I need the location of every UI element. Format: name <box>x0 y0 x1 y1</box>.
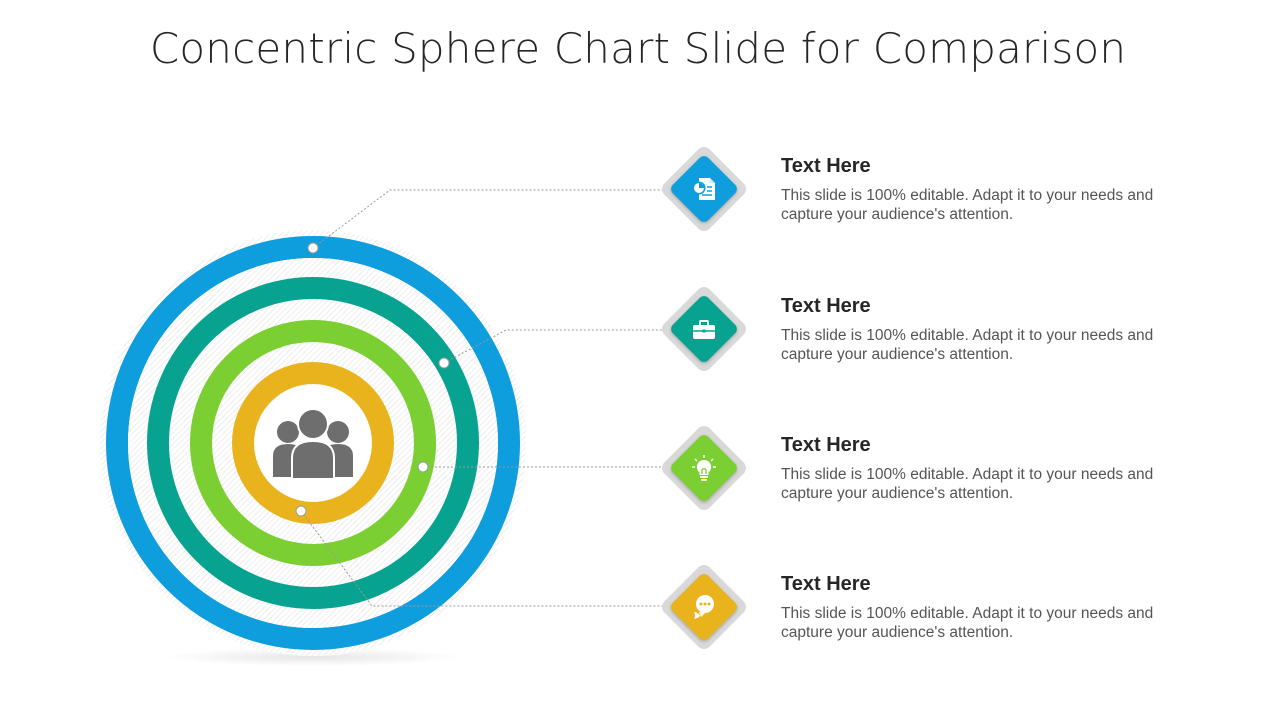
base-shadow <box>163 648 463 666</box>
ring-gap-2 <box>171 301 455 585</box>
item-description: This slide is 100% editable. Adapt it to… <box>781 605 1154 641</box>
ring-3 <box>190 320 436 566</box>
item-description: This slide is 100% editable. Adapt it to… <box>781 327 1154 363</box>
list-item-2: Text Here This slide is 100% editable. A… <box>656 281 1216 377</box>
lightbulb-icon <box>687 451 721 485</box>
document-pie-chart-icon <box>687 172 721 206</box>
anchor-dots <box>295 242 450 517</box>
list-item-3: Text Here This slide is 100% editable. A… <box>656 420 1216 516</box>
item-title: Text Here <box>781 434 871 456</box>
ring-2 <box>147 277 479 609</box>
ring-gap-1 <box>128 258 498 628</box>
list-item-1: Text Here This slide is 100% editable. A… <box>656 141 1216 237</box>
ring-4 <box>232 362 394 524</box>
anchor-dot-3 <box>417 461 429 473</box>
people-group-icon <box>273 408 353 480</box>
item-title: Text Here <box>781 295 871 317</box>
briefcase-icon <box>687 312 721 346</box>
anchor-dot-1 <box>307 242 319 254</box>
item-title: Text Here <box>781 155 871 177</box>
connector-1 <box>312 189 668 249</box>
list-item-4: Text Here This slide is 100% editable. A… <box>656 559 1216 655</box>
item-description: This slide is 100% editable. Adapt it to… <box>781 466 1154 502</box>
slide-title: Concentric Sphere Chart Slide for Compar… <box>149 24 1127 73</box>
anchor-dot-4 <box>295 505 307 517</box>
ring-gap-3 <box>214 344 412 542</box>
connector-lines <box>300 189 668 607</box>
chat-bubble-icon <box>687 590 721 624</box>
item-description: This slide is 100% editable. Adapt it to… <box>781 187 1154 223</box>
anchor-dot-2 <box>438 357 450 369</box>
item-title: Text Here <box>781 573 871 595</box>
